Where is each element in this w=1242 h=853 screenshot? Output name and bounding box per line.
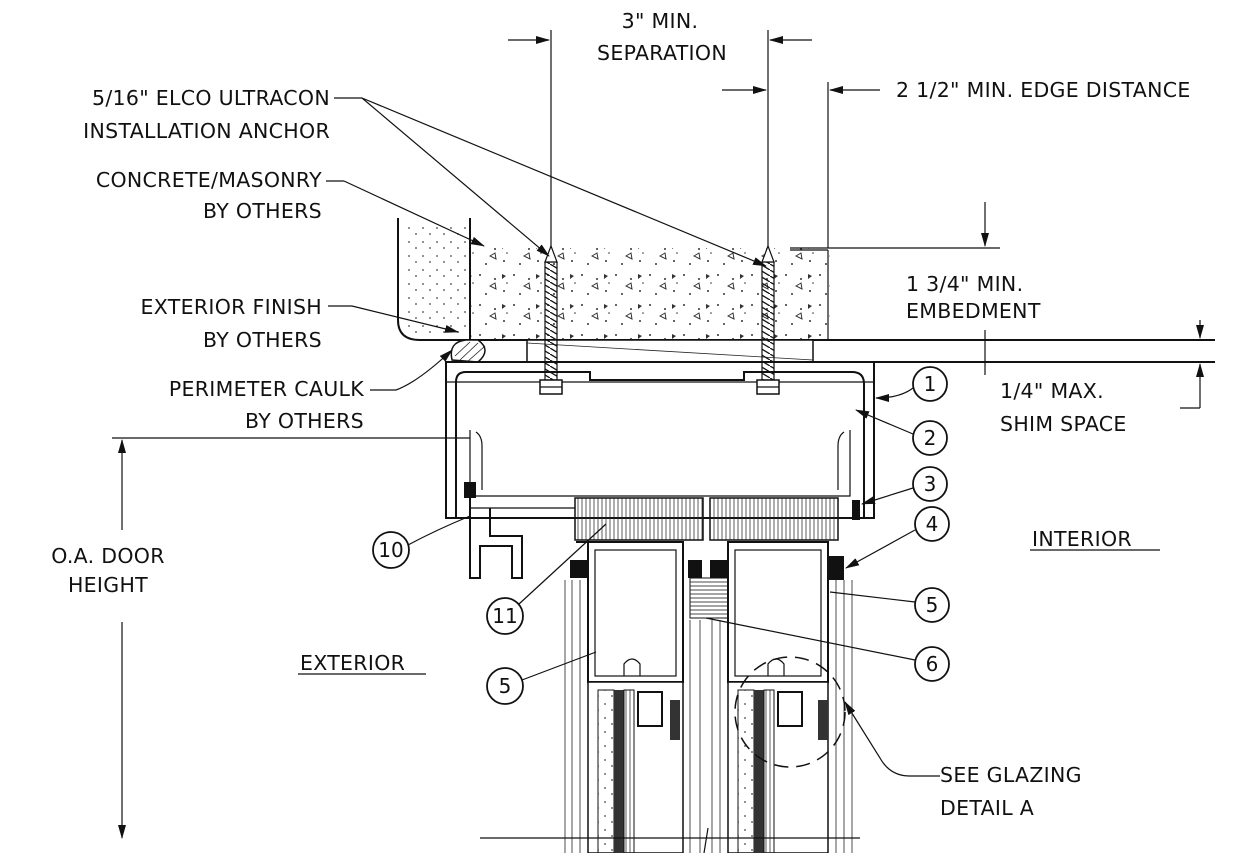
anchor-right xyxy=(756,244,780,395)
glazing-label-1: SEE GLAZING xyxy=(940,763,1082,787)
callout-5-right: 5 xyxy=(829,587,950,623)
door-height-label-2: HEIGHT xyxy=(68,573,148,597)
callout-5-left: 5 xyxy=(486,651,597,705)
callout-5-left-text: 5 xyxy=(499,674,512,698)
interior-exterior-labels: INTERIOR EXTERIOR xyxy=(298,527,1160,675)
concrete-substrate xyxy=(469,248,1215,341)
callout-6-text: 6 xyxy=(926,652,939,676)
callout-10: 10 xyxy=(372,515,471,569)
embedment-label-2: EMBEDMENT xyxy=(906,299,1041,323)
separation-label-2: SEPARATION xyxy=(597,41,727,65)
callout-3-text: 3 xyxy=(924,472,937,496)
panel-left xyxy=(570,541,684,853)
callout-5-right-text: 5 xyxy=(926,593,939,617)
finish-leader: EXTERIOR FINISH BY OTHERS xyxy=(141,295,459,352)
caulk-label-1: PERIMETER CAULK xyxy=(169,377,364,401)
interior-label: INTERIOR xyxy=(1032,527,1132,551)
edge-distance-dimension: 2 1/2" MIN. EDGE DISTANCE xyxy=(722,78,1191,248)
callout-1-text: 1 xyxy=(924,372,937,396)
weatherstrip xyxy=(689,577,733,619)
callout-1: 1 xyxy=(875,366,948,402)
callout-6: 6 xyxy=(705,617,950,682)
concrete-label-1: CONCRETE/MASONRY xyxy=(96,168,322,192)
finish-label-2: BY OTHERS xyxy=(203,328,322,352)
exterior-finish xyxy=(397,218,471,341)
callout-2-text: 2 xyxy=(924,426,937,450)
concrete-label-2: BY OTHERS xyxy=(203,199,322,223)
glazing-label-2: DETAIL A xyxy=(940,796,1034,820)
exterior-label: EXTERIOR xyxy=(300,651,405,675)
anchor-label-1: 5/16" ELCO ULTRACON xyxy=(92,86,330,110)
anchor-left xyxy=(539,244,563,395)
glass-lines xyxy=(480,580,860,853)
shim-label-2: SHIM SPACE xyxy=(1000,412,1127,436)
separation-label-1: 3" MIN. xyxy=(622,9,699,33)
callout-4: 4 xyxy=(845,506,950,569)
caulk-label-2: BY OTHERS xyxy=(245,409,364,433)
caulk-leader: PERIMETER CAULK BY OTHERS xyxy=(169,349,453,433)
door-height-label-1: O.A. DOOR xyxy=(51,544,165,568)
concrete-leader: CONCRETE/MASONRY BY OTHERS xyxy=(96,168,485,247)
embedment-dimension: 1 3/4" MIN. EMBEDMENT xyxy=(790,202,1041,323)
glazing-detail-callout: SEE GLAZING DETAIL A xyxy=(734,656,1082,820)
separation-dimension: 3" MIN. SEPARATION xyxy=(508,9,812,248)
shim-label-1: 1/4" MAX. xyxy=(1000,379,1104,403)
head-frame xyxy=(445,361,875,519)
callout-10-text: 10 xyxy=(378,538,403,562)
callout-11: 11 xyxy=(486,523,607,635)
panel-right xyxy=(688,541,844,853)
callout-2: 2 xyxy=(855,409,948,456)
embedment-label-1: 1 3/4" MIN. xyxy=(906,272,1023,296)
edge-distance-label: 2 1/2" MIN. EDGE DISTANCE xyxy=(896,78,1191,102)
shim-dimension: 1/4" MAX. SHIM SPACE xyxy=(984,320,1204,436)
anchor-leader: 5/16" ELCO ULTRACON INSTALLATION ANCHOR xyxy=(83,86,767,267)
seal-left xyxy=(464,482,476,498)
seal-right xyxy=(852,500,860,520)
perimeter-caulk xyxy=(450,339,486,363)
callout-11-text: 11 xyxy=(492,604,517,628)
anchor-label-2: INSTALLATION ANCHOR xyxy=(83,119,330,143)
stop-profile xyxy=(469,496,575,579)
callout-3: 3 xyxy=(861,466,948,505)
door-height-dimension: O.A. DOOR HEIGHT xyxy=(51,437,470,839)
finish-label-1: EXTERIOR FINISH xyxy=(141,295,322,319)
callout-4-text: 4 xyxy=(926,512,939,536)
